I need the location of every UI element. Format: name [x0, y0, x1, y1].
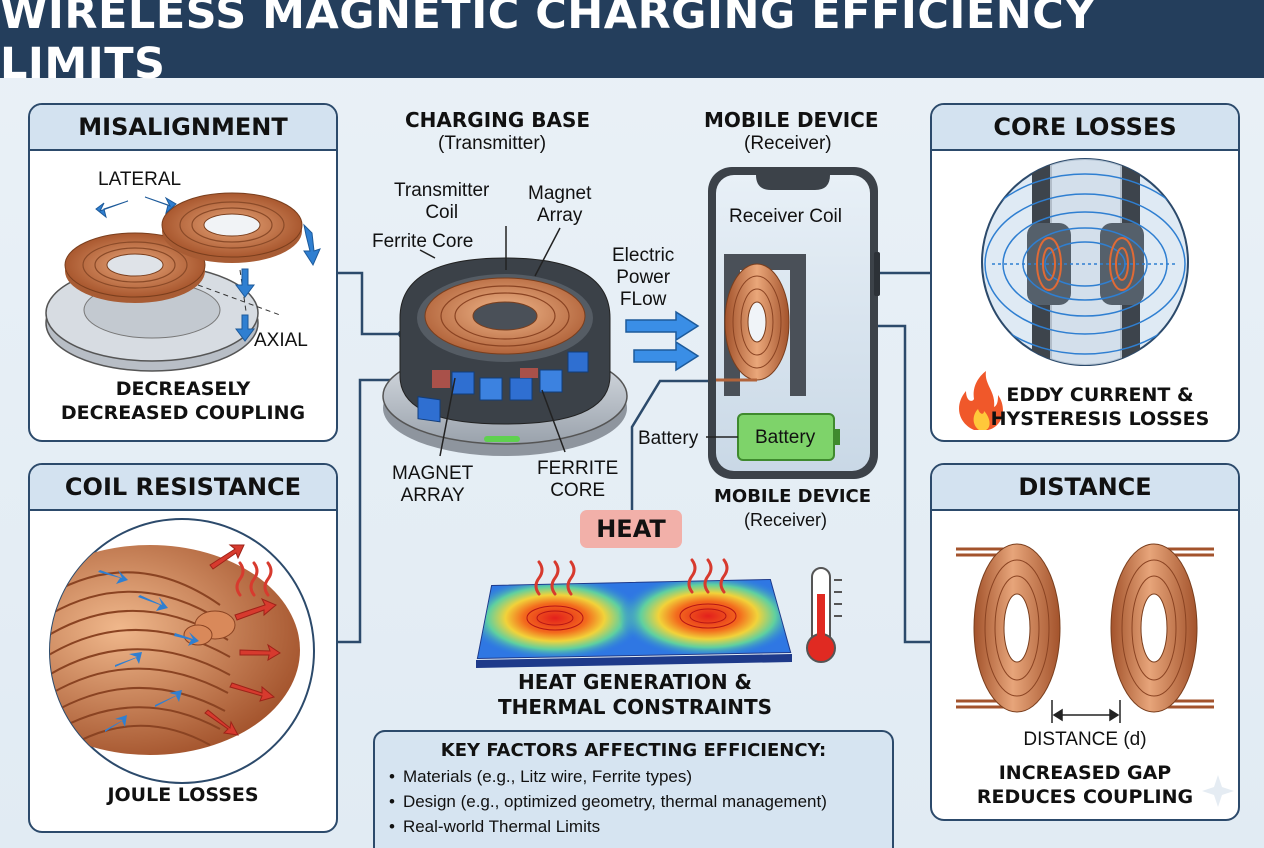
key-factors-heading: KEY FACTORS AFFECTING EFFICIENCY:: [440, 740, 827, 761]
battery-side-label: Battery: [638, 428, 699, 449]
distance-caption: INCREASED GAP REDUCES COUPLING: [976, 762, 1194, 808]
heat-badge: HEAT: [580, 510, 682, 548]
charging-base-subheading: (Transmitter): [438, 133, 547, 154]
mobile-device-subheading-bottom: (Receiver): [744, 510, 828, 530]
key-factors-box: KEY FACTORS AFFECTING EFFICIENCY: Materi…: [373, 730, 894, 848]
page-title: WIRELESS MAGNETIC CHARGING EFFICIENCY LI…: [0, 0, 1096, 89]
distance-illustration: [956, 543, 1234, 807]
misalignment-caption: DECREASELY DECREASED COUPLING: [60, 378, 306, 424]
panel-title: DISTANCE: [932, 465, 1238, 511]
list-item: Real-world Thermal Limits: [389, 814, 827, 839]
mobile-device-heading-top: MOBILE DEVICE: [704, 108, 879, 132]
panel-core-losses: CORE LOSSES: [930, 103, 1240, 442]
thermometer-icon: [806, 567, 842, 663]
mobile-device-heading-bottom: MOBILE DEVICE: [714, 486, 872, 507]
mobile-device-subheading-top: (Receiver): [744, 133, 832, 154]
panel-title: COIL RESISTANCE: [30, 465, 336, 511]
lateral-label: LATERAL: [98, 169, 182, 190]
axial-label: AXIAL: [254, 330, 308, 351]
coil-resistance-illustration: [49, 518, 315, 784]
core-losses-caption: EDDY CURRENT & HYSTERESIS LOSSES: [990, 384, 1210, 430]
power-flow-label: Electric Power FLow: [612, 245, 675, 310]
misalignment-illustration: [45, 192, 321, 372]
receiver-coil-label: Receiver Coil: [729, 206, 842, 227]
panel-title: MISALIGNMENT: [30, 105, 336, 151]
transmitter-coil-label: Transmitter Coil: [394, 180, 490, 223]
ferrite-core-bottom-label: FERRITE CORE: [537, 458, 619, 501]
title-banner: WIRELESS MAGNETIC CHARGING EFFICIENCY LI…: [0, 0, 1264, 89]
panel-coil-resistance: COIL RESISTANCE: [28, 463, 338, 833]
list-item: Design (e.g., optimized geometry, therma…: [389, 789, 827, 814]
coil-resistance-caption: JOULE LOSSES: [107, 784, 259, 806]
ferrite-core-top-label: Ferrite Core: [372, 231, 474, 252]
list-item: Materials (e.g., Litz wire, Ferrite type…: [389, 764, 827, 789]
charging-base-heading: CHARGING BASE: [405, 108, 591, 132]
core-losses-illustration: [959, 158, 1189, 430]
flame-icon: [959, 371, 1003, 430]
distance-label: DISTANCE (d): [1023, 729, 1147, 750]
battery-text: Battery: [755, 427, 816, 448]
sparkle-icon: [1202, 775, 1234, 807]
panel-title: CORE LOSSES: [932, 105, 1238, 151]
magnet-array-bottom-label: MAGNET ARRAY: [392, 463, 474, 506]
magnet-array-top-label: Magnet Array: [528, 183, 592, 226]
key-factors-list: Materials (e.g., Litz wire, Ferrite type…: [389, 764, 827, 839]
heat-caption: HEAT GENERATION & THERMAL CONSTRAINTS: [497, 670, 773, 719]
panel-distance: DISTANCE: [930, 463, 1240, 821]
panel-misalignment: MISALIGNMENT: [28, 103, 338, 442]
